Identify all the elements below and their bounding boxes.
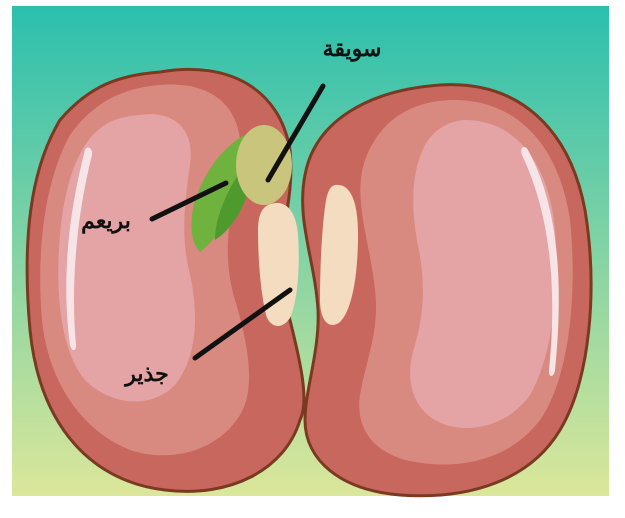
left-cotyledon-highlight (58, 114, 195, 401)
hypocotyl-shape (236, 125, 292, 205)
radicle-label: جذير (123, 361, 168, 387)
hypocotyl-label: سويقة (323, 36, 382, 62)
plumule-label: بريعم (81, 208, 131, 234)
